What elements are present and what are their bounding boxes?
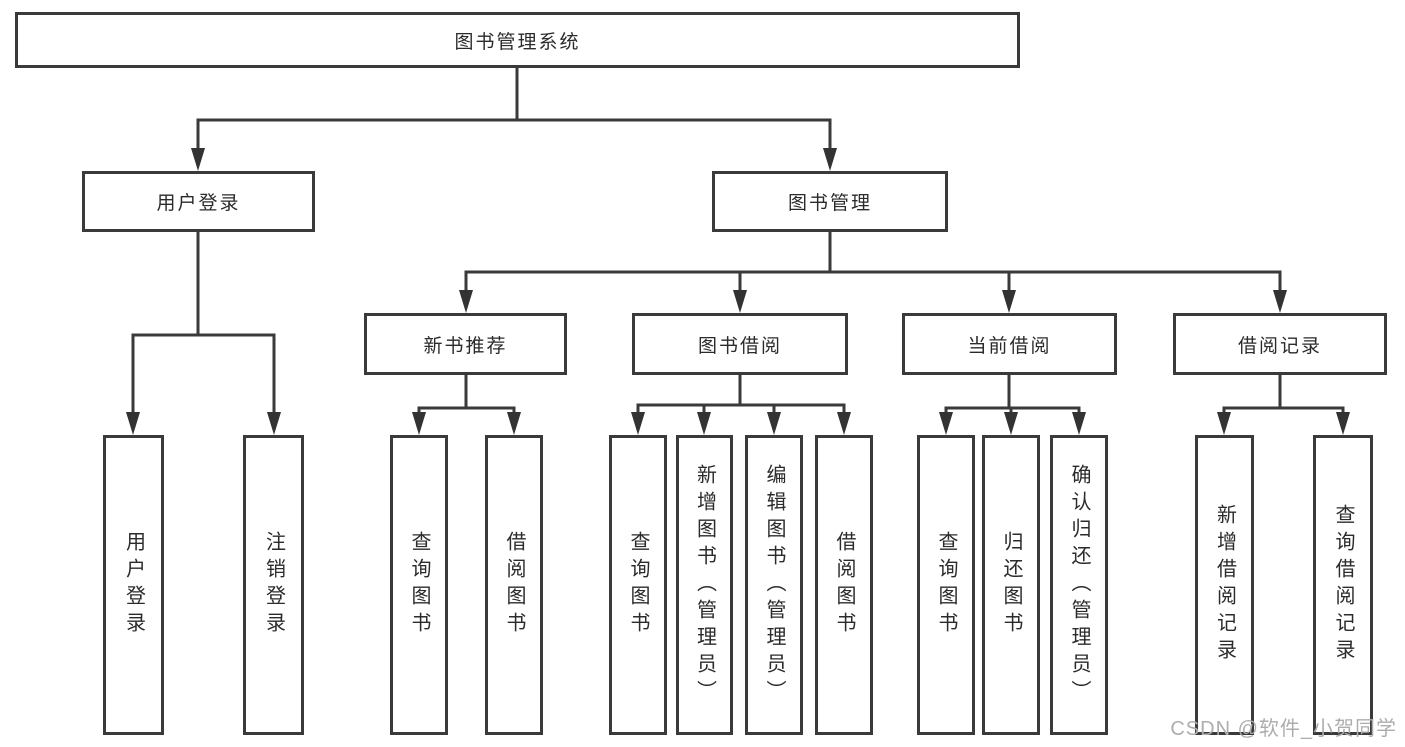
leaf-br-query-record: 查询借阅记录 <box>1313 435 1373 735</box>
leaf-nb-query-book-label: 查询图书 <box>408 531 430 639</box>
leaf-bb-borrow-book-label: 借阅图书 <box>833 531 855 639</box>
leaf-logout: 注销登录 <box>243 435 304 735</box>
leaf-nb-query-book: 查询图书 <box>390 435 448 735</box>
leaf-nb-borrow-book: 借阅图书 <box>485 435 543 735</box>
watermark: CSDN @软件_小贺同学 <box>1170 718 1397 740</box>
node-borrow-records: 借阅记录 <box>1173 313 1387 375</box>
leaf-bb-edit-book-admin: 编辑图书（管理员） <box>745 435 803 735</box>
leaf-cb-return-book-label: 归还图书 <box>1000 531 1022 639</box>
leaf-logout-label: 注销登录 <box>262 531 285 639</box>
leaf-user-login-label: 用户登录 <box>122 531 145 639</box>
node-new-book-recommendation: 新书推荐 <box>364 313 567 375</box>
leaf-cb-confirm-return-admin: 确认归还（管理员） <box>1050 435 1108 735</box>
node-root: 图书管理系统 <box>15 12 1020 68</box>
leaf-cb-return-book: 归还图书 <box>982 435 1040 735</box>
leaf-cb-query-book-label: 查询图书 <box>935 531 957 639</box>
leaf-bb-query-book-label: 查询图书 <box>627 531 649 639</box>
leaf-bb-add-book-admin-label: 新增图书（管理员） <box>693 463 716 707</box>
leaf-bb-edit-book-admin-label: 编辑图书（管理员） <box>763 463 785 707</box>
node-book-management: 图书管理 <box>712 171 948 232</box>
leaf-bb-query-book: 查询图书 <box>609 435 667 735</box>
leaf-br-query-record-label: 查询借阅记录 <box>1332 504 1354 666</box>
node-user-login: 用户登录 <box>82 171 315 232</box>
leaf-bb-borrow-book: 借阅图书 <box>815 435 873 735</box>
leaf-bb-add-book-admin: 新增图书（管理员） <box>676 435 733 735</box>
leaf-nb-borrow-book-label: 借阅图书 <box>503 531 525 639</box>
node-book-borrow: 图书借阅 <box>632 313 848 375</box>
leaf-cb-query-book: 查询图书 <box>917 435 975 735</box>
leaf-br-add-record: 新增借阅记录 <box>1195 435 1254 735</box>
leaf-cb-confirm-return-admin-label: 确认归还（管理员） <box>1068 463 1090 707</box>
leaf-br-add-record-label: 新增借阅记录 <box>1213 504 1236 666</box>
node-current-borrow: 当前借阅 <box>902 313 1117 375</box>
leaf-user-login: 用户登录 <box>103 435 164 735</box>
